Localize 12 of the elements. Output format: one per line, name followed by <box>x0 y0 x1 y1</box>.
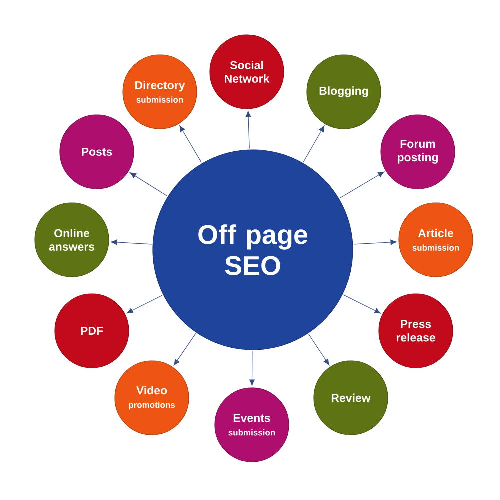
arrow <box>354 240 397 246</box>
arrow <box>343 294 382 314</box>
arrow <box>303 126 325 163</box>
arrow <box>308 334 330 366</box>
arrow <box>174 333 196 366</box>
arrow <box>340 172 384 199</box>
arrow <box>111 240 152 246</box>
arrow <box>180 126 202 163</box>
arrow <box>250 351 255 386</box>
arrow <box>246 111 252 150</box>
arrow <box>130 172 168 196</box>
arrow <box>126 295 163 314</box>
